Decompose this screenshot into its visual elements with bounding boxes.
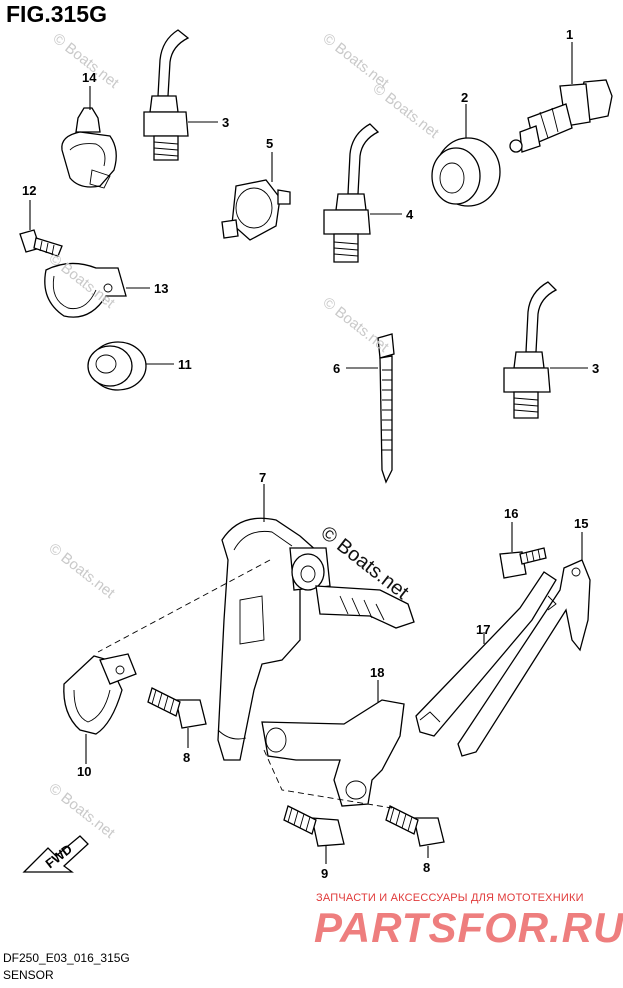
part-17-rod [415, 571, 557, 737]
part-14-clip [61, 107, 117, 189]
part-6-cable-tie [377, 333, 395, 484]
promo-tagline: ЗАПЧАСТИ И АКСЕССУАРЫ ДЛЯ МОТОТЕХНИКИ [316, 892, 584, 904]
callout-17: 17 [476, 622, 490, 637]
callout-3-right: 3 [592, 361, 599, 376]
part-8-bolt-lower [385, 805, 445, 847]
part-5-pressure-sensor [221, 179, 291, 241]
callout-3-top: 3 [222, 115, 229, 130]
callout-12: 12 [22, 183, 36, 198]
callout-9: 9 [321, 866, 328, 881]
part-2-grommet [431, 137, 501, 207]
part-7-bracket [217, 517, 415, 761]
callout-13: 13 [154, 281, 168, 296]
callout-11: 11 [178, 357, 192, 372]
promo-logo: PARTSFOR.RU [314, 904, 623, 951]
part-12-bolt [19, 229, 63, 257]
part-1-sensor-connector [509, 79, 613, 153]
callout-7: 7 [259, 470, 266, 485]
callout-10: 10 [77, 764, 91, 779]
callout-6: 6 [333, 361, 340, 376]
callout-16: 16 [504, 506, 518, 521]
part-10-clip [63, 653, 137, 735]
callout-4: 4 [406, 207, 414, 222]
callout-18: 18 [370, 665, 384, 680]
callout-14: 14 [82, 70, 97, 85]
part-3-sensor-top [143, 29, 190, 161]
callout-8-upper: 8 [183, 750, 190, 765]
part-3-sensor-right [503, 281, 558, 419]
part-16-bolt [499, 547, 547, 579]
figure-title: FIG.315G [6, 1, 107, 27]
fwd-arrow-icon [22, 835, 89, 873]
part-15-lever [457, 559, 591, 757]
callout-5: 5 [266, 136, 273, 151]
callout-15: 15 [574, 516, 588, 531]
part-9-bolt [283, 805, 345, 847]
part-18-bracket [261, 699, 405, 807]
part-11-grommet [87, 341, 147, 391]
part-8-bolt-upper [147, 687, 207, 729]
drawing-code: DF250_E03_016_315G [3, 951, 130, 965]
callout-2: 2 [461, 90, 468, 105]
callout-1: 1 [566, 27, 573, 42]
callout-8-lower: 8 [423, 860, 430, 875]
part-4-sensor [323, 123, 380, 263]
section-name: SENSOR [3, 968, 54, 982]
part-13-clamp [44, 262, 127, 318]
